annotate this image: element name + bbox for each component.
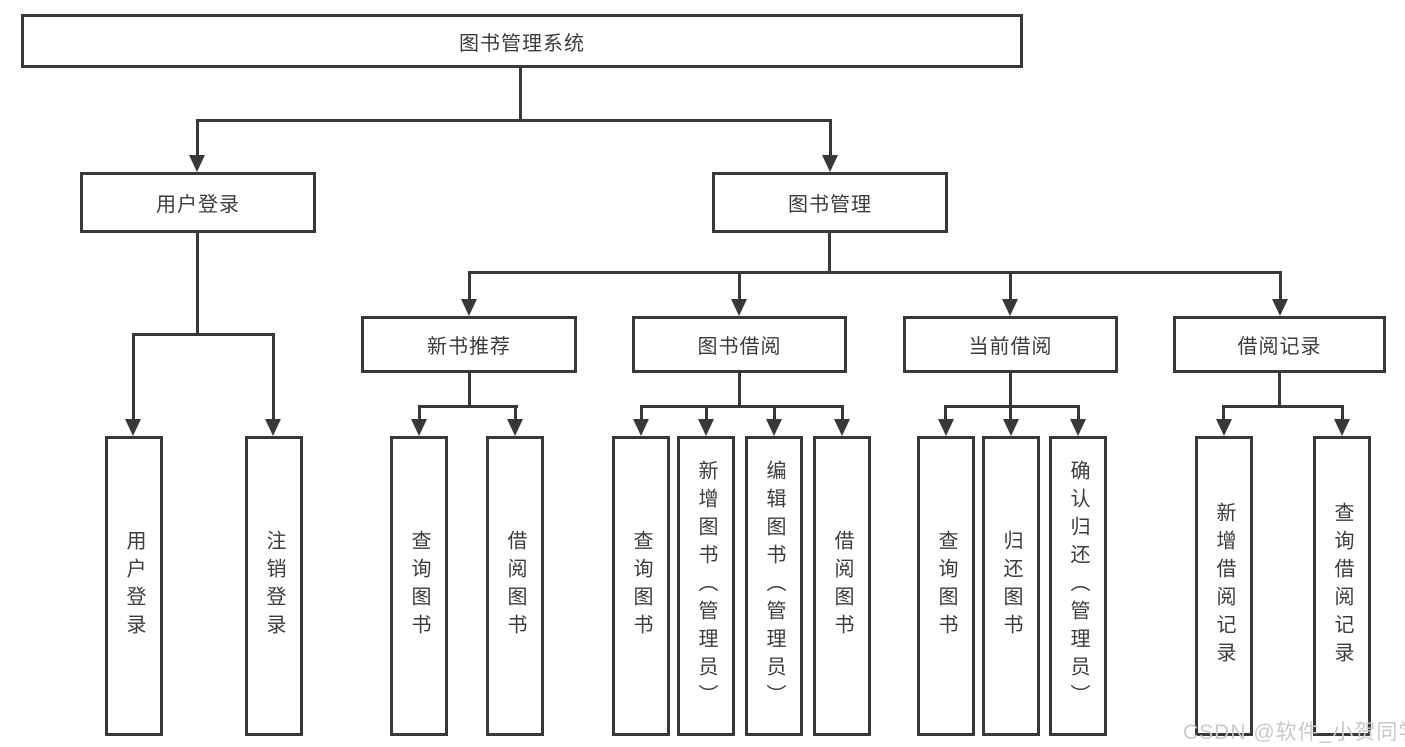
node-current-borrowing-label: 当前借阅	[968, 336, 1053, 358]
connector-drop-login-leaf	[132, 336, 135, 419]
connector-drop-logout-leaf	[272, 336, 275, 419]
connector-drop-book-borrow	[738, 274, 741, 300]
arrow-cb-leaf-1	[938, 419, 954, 436]
connector-book-mgmt-stem	[828, 233, 831, 273]
connector-br-stem	[1278, 373, 1281, 407]
arrow-borrow-records	[1272, 299, 1288, 316]
node-borrowing-records-label: 借阅记录	[1237, 336, 1322, 358]
leaf-br-add-record-label: 新增借阅记录	[1213, 502, 1235, 670]
connector-user-login-bar	[132, 333, 275, 336]
arrow-cb-leaf-2	[1003, 419, 1019, 436]
arrow-book-borrow	[731, 299, 747, 316]
arrow-logout-leaf	[265, 419, 281, 436]
arrow-book-mgmt	[822, 155, 838, 172]
leaf-cb-confirm-return-admin-label: 确认归还（管理员）	[1067, 460, 1089, 712]
connector-bb-drop-3	[773, 408, 776, 420]
node-book-borrowing: 图书借阅	[632, 316, 847, 373]
connector-bb-drop-1	[640, 408, 643, 420]
connector-bb-stem	[738, 373, 741, 407]
node-user-login: 用户登录	[80, 172, 316, 233]
connector-br-drop-1	[1222, 408, 1225, 420]
leaf-bb-edit-books-admin-label: 编辑图书（管理员）	[763, 460, 785, 712]
connector-root-stem	[519, 67, 522, 121]
arrow-cb-leaf-3	[1070, 419, 1086, 436]
connector-book-mgmt-bar	[468, 271, 1282, 274]
csdn-watermark: CSDN @软件_小贺同学	[1183, 721, 1405, 744]
connector-drop-current-borrow	[1009, 274, 1012, 300]
leaf-nbr-borrow-books-label: 借阅图书	[504, 530, 526, 642]
leaf-cb-query-books-label: 查询图书	[935, 530, 957, 642]
leaf-logout-label: 注销登录	[263, 530, 285, 642]
leaf-br-add-record: 新增借阅记录	[1195, 436, 1253, 736]
arrow-br-leaf-2	[1334, 419, 1350, 436]
connector-drop-user-login	[196, 121, 199, 157]
arrow-br-leaf-1	[1216, 419, 1232, 436]
connector-cb-drop-3	[1077, 408, 1080, 420]
connector-drop-new-book	[468, 274, 471, 300]
arrow-new-book	[461, 299, 477, 316]
connector-br-bar	[1222, 405, 1344, 408]
connector-cb-drop-2	[1009, 408, 1012, 420]
arrow-bb-leaf-4	[834, 419, 850, 436]
leaf-user-login-label: 用户登录	[123, 530, 145, 642]
node-new-book-recommend: 新书推荐	[361, 316, 577, 373]
connector-nbr-drop-2	[514, 408, 517, 420]
node-root-label: 图书管理系统	[459, 32, 585, 55]
leaf-logout: 注销登录	[245, 436, 303, 736]
leaf-bb-borrow-books: 借阅图书	[813, 436, 871, 736]
leaf-bb-query-books-label: 查询图书	[630, 530, 652, 642]
arrow-user-login	[189, 155, 205, 172]
arrow-bb-leaf-3	[766, 419, 782, 436]
node-book-management-label: 图书管理	[788, 194, 872, 216]
arrow-nbr-leaf-1	[411, 419, 427, 436]
leaf-br-query-record: 查询借阅记录	[1313, 436, 1371, 736]
leaf-user-login: 用户登录	[105, 436, 163, 736]
connector-bb-drop-2	[705, 408, 708, 420]
leaf-cb-return-books-label: 归还图书	[1000, 530, 1022, 642]
leaf-cb-query-books: 查询图书	[917, 436, 975, 736]
arrow-nbr-leaf-2	[507, 419, 523, 436]
connector-root-bar	[196, 119, 832, 122]
node-user-login-label: 用户登录	[156, 194, 240, 216]
connector-cb-stem	[1009, 373, 1012, 407]
arrow-current-borrow	[1002, 299, 1018, 316]
connector-bb-bar	[640, 405, 844, 408]
node-book-borrowing-label: 图书借阅	[697, 336, 782, 358]
leaf-bb-add-books-admin-label: 新增图书（管理员）	[695, 460, 717, 712]
arrow-login-leaf	[125, 419, 141, 436]
leaf-bb-edit-books-admin: 编辑图书（管理员）	[745, 436, 803, 736]
leaf-bb-query-books: 查询图书	[612, 436, 670, 736]
connector-drop-book-mgmt	[829, 121, 832, 157]
node-current-borrowing: 当前借阅	[903, 316, 1118, 373]
node-root: 图书管理系统	[21, 14, 1023, 68]
connector-cb-drop-1	[944, 408, 947, 420]
node-book-management: 图书管理	[712, 172, 948, 233]
node-borrowing-records: 借阅记录	[1173, 316, 1386, 373]
node-new-book-recommend-label: 新书推荐	[427, 336, 511, 358]
connector-cb-bar	[944, 405, 1080, 408]
connector-nbr-drop-1	[418, 408, 421, 420]
leaf-nbr-query-books-label: 查询图书	[408, 530, 430, 642]
leaf-nbr-query-books: 查询图书	[390, 436, 448, 736]
leaf-cb-confirm-return-admin: 确认归还（管理员）	[1049, 436, 1107, 736]
leaf-nbr-borrow-books: 借阅图书	[486, 436, 544, 736]
connector-bb-drop-4	[841, 408, 844, 420]
arrow-bb-leaf-1	[633, 419, 649, 436]
leaf-bb-add-books-admin: 新增图书（管理员）	[677, 436, 735, 736]
connector-drop-borrow-records	[1279, 274, 1282, 300]
connector-user-login-stem	[196, 233, 199, 335]
leaf-br-query-record-label: 查询借阅记录	[1331, 502, 1353, 670]
connector-br-drop-2	[1341, 408, 1344, 420]
leaf-bb-borrow-books-label: 借阅图书	[831, 530, 853, 642]
connector-nbr-bar	[418, 405, 518, 408]
connector-nbr-stem	[468, 373, 471, 407]
arrow-bb-leaf-2	[698, 419, 714, 436]
leaf-cb-return-books: 归还图书	[982, 436, 1040, 736]
